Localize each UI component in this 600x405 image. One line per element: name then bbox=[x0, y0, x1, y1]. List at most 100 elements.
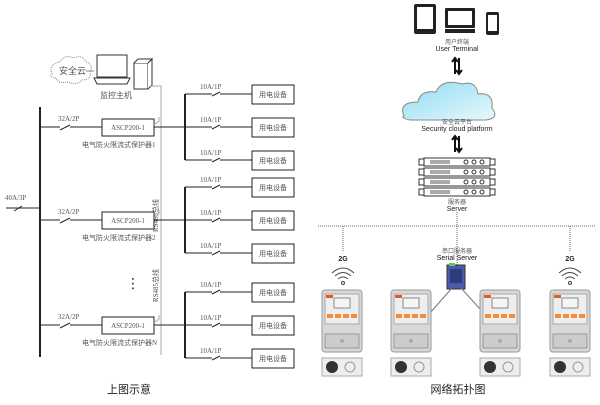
feeder-breaker-label: 32A/2P bbox=[58, 313, 80, 321]
server-ear bbox=[489, 188, 496, 196]
ellipsis: ⋮ bbox=[126, 276, 140, 292]
bidirectional-arrow-icon bbox=[451, 134, 463, 154]
rs485-tap bbox=[153, 210, 160, 219]
load-device-box bbox=[251, 150, 295, 171]
user-terminal-en: User Terminal bbox=[435, 46, 478, 53]
feeder-breaker-switch bbox=[59, 322, 71, 329]
protector-device-caption: 电气防火限流式保护器1 bbox=[82, 140, 156, 149]
branch-breaker-switch bbox=[211, 184, 221, 190]
load-device-label: 用电设备 bbox=[259, 123, 287, 132]
protector-device-label: ASCP200-1 bbox=[111, 217, 145, 225]
left-wiring-diagram: 安全云 监控主机 RS485总线 RS485总线 40A/3P ⋮ 32A/2P… bbox=[5, 54, 295, 396]
branch-breaker-switch bbox=[211, 355, 221, 361]
branch-breaker-switch bbox=[211, 250, 221, 256]
monitor-host-label: 监控主机 bbox=[100, 90, 132, 100]
feeder-breaker-switch bbox=[59, 124, 71, 131]
branch-breaker-switch bbox=[211, 91, 221, 97]
server-led bbox=[479, 159, 485, 165]
feeder-2: 32A/2PASCP200-1电气防火限流式保护器210A/1P用电设备10A/… bbox=[40, 176, 295, 264]
server-led bbox=[471, 179, 477, 185]
load-device-box bbox=[251, 282, 295, 303]
load-device-box bbox=[251, 210, 295, 231]
network-topology: 用户终端 User Terminal 安全云平台 Security cloud … bbox=[318, 4, 596, 396]
fire-protection-meter-1 bbox=[321, 289, 363, 377]
branch-breaker-label: 10A/1P bbox=[200, 176, 222, 184]
server-led bbox=[463, 189, 469, 195]
branch-breaker-label: 10A/1P bbox=[200, 347, 222, 355]
server-en: Server bbox=[447, 206, 468, 213]
rs485-tap bbox=[153, 315, 160, 324]
load-device-label: 用电设备 bbox=[259, 249, 287, 258]
fire-protection-meter-3 bbox=[479, 289, 521, 377]
safety-cloud: 安全云 bbox=[50, 56, 92, 85]
branch-breaker-switch bbox=[211, 322, 221, 328]
serial-server-en: Serial Server bbox=[437, 255, 478, 262]
server-rack-icon bbox=[418, 157, 496, 197]
desktop-tower-icon bbox=[133, 57, 154, 90]
main-breaker-switch bbox=[13, 205, 23, 212]
branch-breaker-label: 10A/1P bbox=[200, 314, 222, 322]
wifi-icon bbox=[331, 267, 355, 285]
user-terminal-cn: 用户终端 bbox=[445, 38, 469, 46]
load-device-label: 用电设备 bbox=[259, 183, 287, 192]
left-caption: 上图示意 bbox=[107, 382, 151, 396]
cloud-platform-icon bbox=[402, 81, 496, 121]
smartphone-icon bbox=[486, 12, 499, 35]
server-ear bbox=[489, 178, 496, 186]
load-device-label: 用电设备 bbox=[259, 288, 287, 297]
feeder-breaker-switch bbox=[59, 217, 71, 224]
server-ear bbox=[418, 178, 425, 186]
protector-device-label: ASCP200-1 bbox=[111, 322, 145, 330]
serial-server-device-icon bbox=[446, 263, 466, 290]
load-device-label: 用电设备 bbox=[259, 90, 287, 99]
branch-circuit: 10A/1P 用电设备 bbox=[185, 281, 295, 303]
server-led bbox=[471, 189, 477, 195]
server-ear bbox=[418, 168, 425, 176]
branch-breaker-label: 10A/1P bbox=[200, 116, 222, 124]
load-device-label: 用电设备 bbox=[259, 321, 287, 330]
main-breaker-label: 40A/3P bbox=[5, 194, 27, 202]
protector-device-caption: 电气防火限流式保护器2 bbox=[82, 233, 156, 242]
server-led bbox=[463, 169, 469, 175]
branch-circuit: 10A/1P 用电设备 bbox=[185, 149, 295, 171]
server-cn: 服务器 bbox=[448, 198, 466, 206]
branch-circuit: 10A/1P 用电设备 bbox=[185, 176, 295, 198]
protector-device-caption: 电气防火限流式保护器N bbox=[82, 338, 157, 347]
feeder-breaker-label: 32A/2P bbox=[58, 115, 80, 123]
load-device-label: 用电设备 bbox=[259, 354, 287, 363]
load-device-box bbox=[251, 177, 295, 198]
wifi-icon bbox=[558, 267, 582, 285]
server-ear bbox=[489, 168, 496, 176]
desktop-monitor-icon bbox=[445, 8, 475, 33]
branch-circuit: 10A/1P 用电设备 bbox=[185, 242, 295, 264]
rs485-bus-line bbox=[150, 85, 162, 355]
server-led bbox=[471, 169, 477, 175]
load-device-label: 用电设备 bbox=[259, 216, 287, 225]
branch-breaker-switch bbox=[211, 124, 221, 130]
rs485-bus-label-2: RS485总线 bbox=[151, 269, 160, 302]
fire-protection-meter-2 bbox=[390, 289, 432, 377]
feeder-breaker-label: 32A/2P bbox=[58, 208, 80, 216]
bidirectional-arrow-icon bbox=[451, 56, 463, 76]
server-ear bbox=[418, 158, 425, 166]
server-led bbox=[463, 159, 469, 165]
feeder-1: 32A/2PASCP200-1电气防火限流式保护器110A/1P用电设备10A/… bbox=[40, 83, 295, 171]
load-device-box bbox=[251, 84, 295, 105]
load-device-box bbox=[251, 243, 295, 264]
load-device-label: 用电设备 bbox=[259, 156, 287, 165]
server-ear bbox=[418, 188, 425, 196]
load-device-box bbox=[251, 348, 295, 369]
branch-circuit: 10A/1P 用电设备 bbox=[185, 116, 295, 138]
load-device-box bbox=[251, 315, 295, 336]
server-led bbox=[463, 179, 469, 185]
branch-breaker-switch bbox=[211, 217, 221, 223]
branch-breaker-switch bbox=[211, 289, 221, 295]
serial-server-cn: 串口服务器 bbox=[442, 247, 472, 255]
branch-breaker-label: 10A/1P bbox=[200, 281, 222, 289]
server-led bbox=[479, 189, 485, 195]
branch-circuit: 10A/1P 用电设备 bbox=[185, 347, 295, 369]
branch-breaker-label: 10A/1P bbox=[200, 242, 222, 250]
branch-breaker-label: 10A/1P bbox=[200, 149, 222, 157]
